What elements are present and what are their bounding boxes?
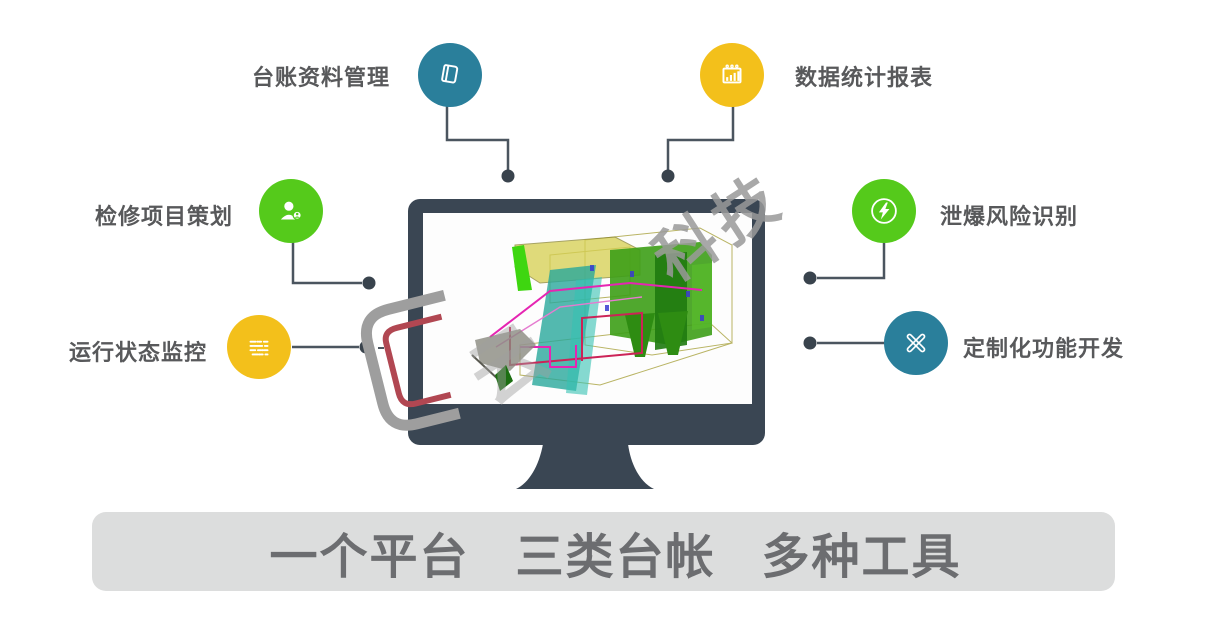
connector-top-left: [445, 104, 510, 170]
connector-dot: [359, 340, 373, 354]
connector-dot: [803, 271, 817, 285]
feature-label-monitoring: 运行状态监控: [68, 340, 207, 365]
feature-label-risk: 泄爆风险识别: [940, 204, 1079, 229]
feature-label-custom-dev: 定制化功能开发: [963, 336, 1125, 361]
screen-3d-plant-model: [471, 227, 733, 395]
feature-disc-maintenance: [259, 179, 323, 243]
monitor-graphic: [408, 199, 765, 489]
feature-disc-ledger: [418, 43, 482, 107]
user-badge-icon: [280, 201, 302, 220]
sliders-icon: [249, 340, 269, 356]
feature-disc-monitoring: [227, 315, 291, 379]
banner-segment-platform: 一个平台: [269, 530, 470, 584]
report-chart-icon: [722, 64, 742, 84]
feature-disc-custom-dev: [884, 311, 948, 375]
crossed-tools-icon: [906, 333, 926, 353]
monitor-stand: [516, 444, 654, 489]
book-icon: [441, 64, 459, 84]
feature-disc-statistics: [700, 43, 764, 107]
bottom-banner: 一个平台 三类台帐 多种工具: [92, 512, 1115, 591]
feature-label-maintenance: 检修项目策划: [94, 204, 233, 229]
connector-top-right: [666, 104, 735, 170]
banner-segment-ledgers: 三类台帐: [515, 530, 716, 584]
connector-dot: [501, 169, 515, 183]
feature-disc-risk: [852, 179, 916, 243]
banner-segment-tools: 多种工具: [761, 530, 962, 584]
connector-middle-right: [817, 241, 886, 280]
connector-dot: [803, 336, 817, 350]
connector-middle-left: [291, 241, 362, 285]
connector-dot: [661, 169, 675, 183]
connector-dot: [362, 276, 376, 290]
feature-label-statistics: 数据统计报表: [795, 65, 934, 90]
feature-label-ledger: 台账资料管理: [251, 65, 390, 90]
lightning-circle-icon: [871, 198, 897, 224]
